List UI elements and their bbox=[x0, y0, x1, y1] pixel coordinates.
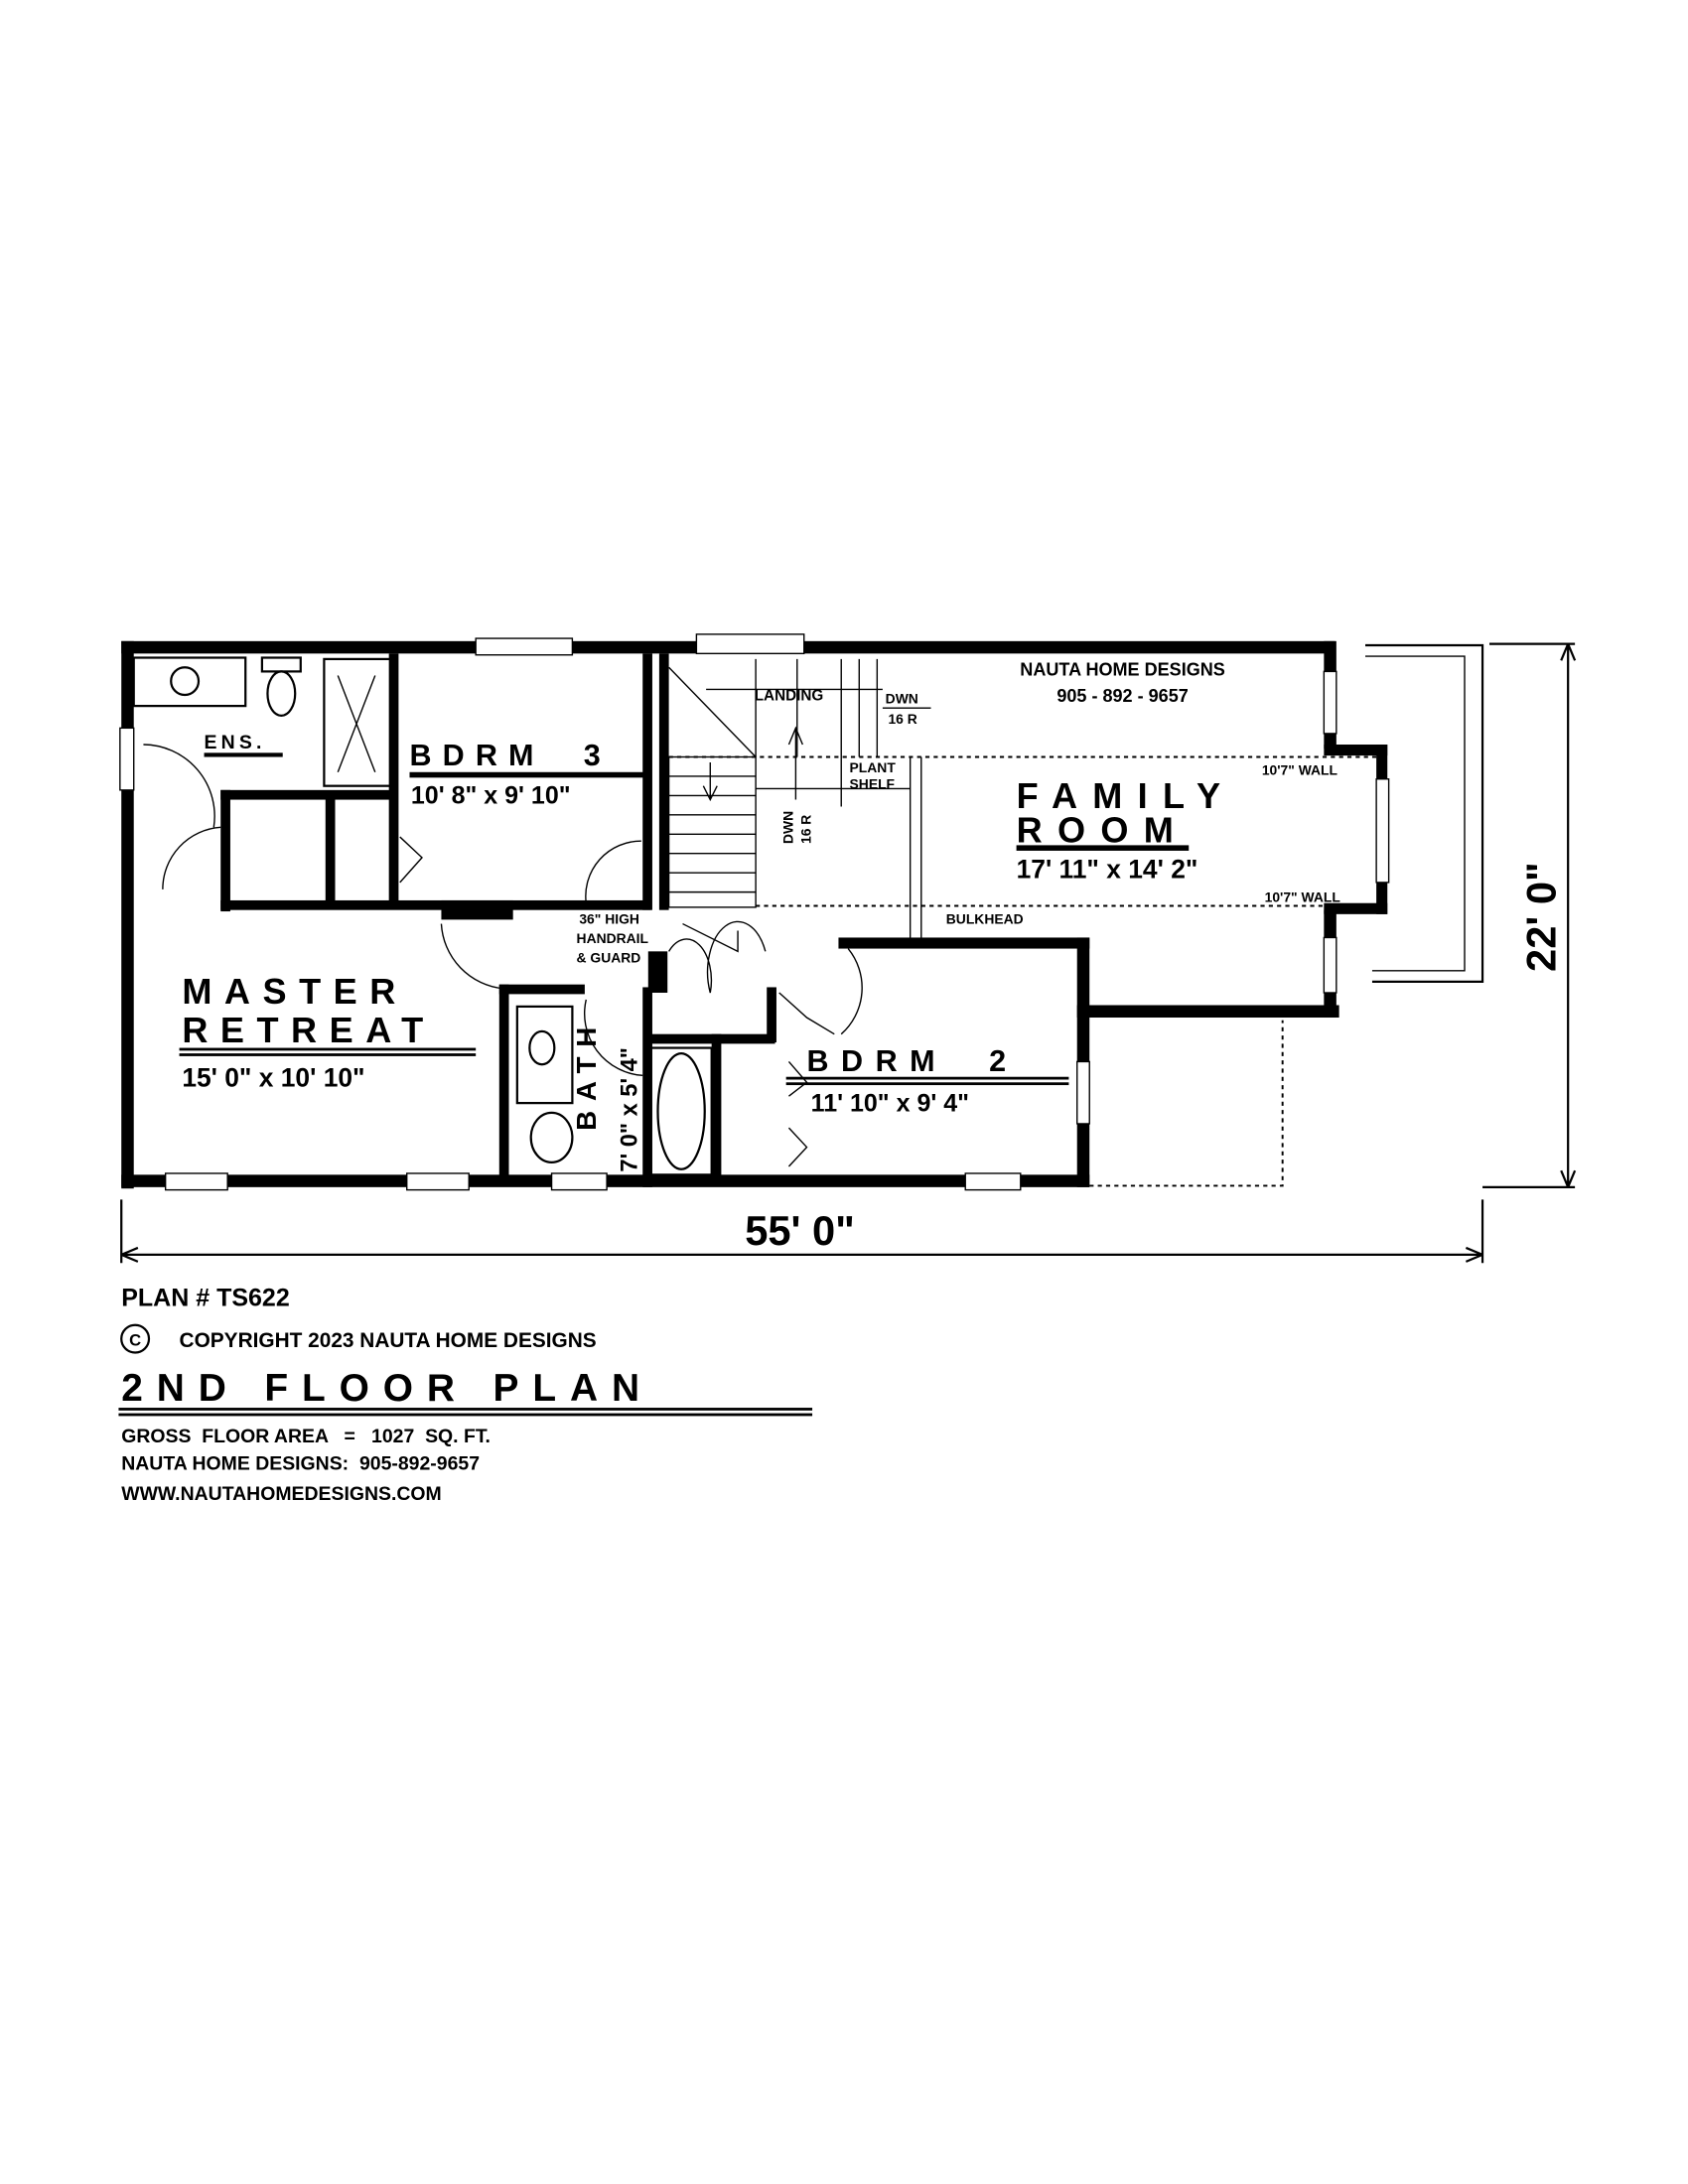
depth-dimension-label: 22' 0" bbox=[1518, 862, 1565, 972]
plant-label: PLANT bbox=[850, 759, 897, 775]
shelf-label: SHELF bbox=[850, 775, 895, 791]
bdrm3-label: BDRM 3 bbox=[410, 739, 612, 772]
dwn-side-label: DWN bbox=[780, 811, 796, 844]
handrail-label-1: 36" HIGH bbox=[579, 911, 639, 927]
title-block: PLAN # TS622 C COPYRIGHT 2023 NAUTA HOME… bbox=[118, 1284, 813, 1505]
wall-height-bottom: 10'7" WALL bbox=[1265, 888, 1341, 904]
landing-label: LANDING bbox=[755, 688, 824, 705]
exterior-walls bbox=[121, 640, 1388, 1189]
master-label-2: RETREAT bbox=[182, 1010, 435, 1050]
windows bbox=[119, 633, 1390, 1191]
sheet-title: 2ND FLOOR PLAN bbox=[121, 1367, 653, 1410]
balcony bbox=[1365, 643, 1484, 984]
firm-name: NAUTA HOME DESIGNS bbox=[1020, 660, 1225, 680]
family-room-size: 17' 11" x 14' 2" bbox=[1017, 855, 1198, 885]
risers-side-label: 16 R bbox=[798, 815, 814, 844]
doors bbox=[143, 744, 863, 1167]
width-dimension: 55' 0" bbox=[120, 1199, 1484, 1264]
fixtures bbox=[132, 656, 713, 1176]
dwn-top-label: DWN bbox=[886, 690, 918, 706]
risers-top-label: 16 R bbox=[888, 711, 916, 727]
master-size: 15' 0" x 10' 10" bbox=[182, 1062, 364, 1092]
bdrm2-label: BDRM 2 bbox=[807, 1044, 1019, 1078]
copyright-symbol: C bbox=[129, 1331, 141, 1350]
width-dimension-label: 55' 0" bbox=[745, 1207, 855, 1254]
handrail-label-2: HANDRAIL bbox=[577, 930, 649, 946]
ensuite-label: ENS. bbox=[205, 732, 266, 753]
depth-dimension: 22' 0" bbox=[1482, 642, 1577, 1188]
handrail-label-3: & GUARD bbox=[577, 949, 641, 965]
family-room-label-2: ROOM bbox=[1017, 810, 1189, 851]
gross-floor-area: GROSS FLOOR AREA = 1027 SQ. FT. bbox=[121, 1426, 491, 1447]
interior-walls bbox=[220, 653, 776, 1187]
bath-size: 7' 0" x 5' 4" bbox=[618, 1047, 643, 1172]
firm-phone: 905 - 892 - 9657 bbox=[1056, 686, 1188, 706]
bdrm2-size: 11' 10" x 9' 4" bbox=[811, 1089, 969, 1117]
family-room-label-1: FAMILY bbox=[1017, 775, 1236, 816]
bath-label: BATH bbox=[571, 1018, 602, 1131]
copyright-text: COPYRIGHT 2023 NAUTA HOME DESIGNS bbox=[180, 1329, 597, 1352]
contact-phone: NAUTA HOME DESIGNS: 905-892-9657 bbox=[121, 1453, 480, 1475]
master-label-1: MASTER bbox=[182, 971, 407, 1012]
plan-number: PLAN # TS622 bbox=[121, 1284, 290, 1311]
bulkhead-label: BULKHEAD bbox=[946, 911, 1024, 927]
website: WWW.NAUTAHOMEDESIGNS.COM bbox=[121, 1483, 442, 1505]
deck-outline bbox=[1089, 1020, 1284, 1187]
wall-height-top: 10'7" WALL bbox=[1262, 762, 1338, 778]
bdrm3-size: 10' 8" x 9' 10" bbox=[411, 782, 571, 810]
